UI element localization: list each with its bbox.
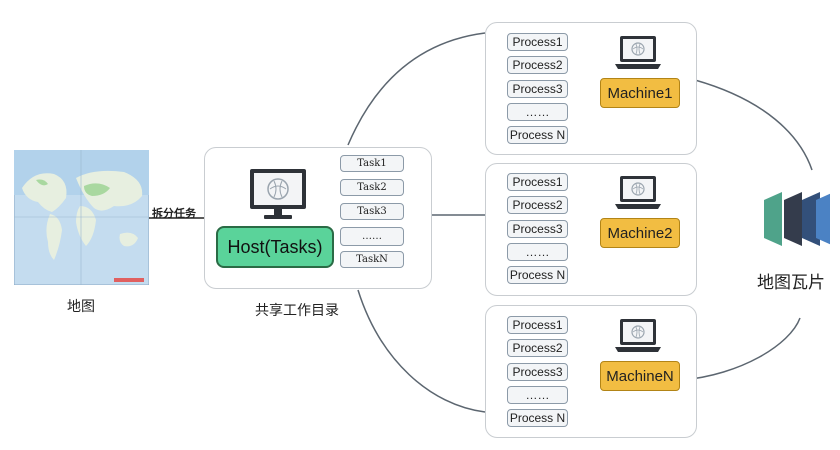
machineN-to-tiles-arc xyxy=(681,317,801,381)
machine-box[interactable]: Machine2 xyxy=(600,218,680,248)
tile-layer-4 xyxy=(816,192,834,246)
tile-layer-3 xyxy=(802,192,820,246)
world-map xyxy=(13,149,150,286)
process-item[interactable]: Process2 xyxy=(507,56,568,75)
world-map-image xyxy=(13,149,150,286)
process-item[interactable]: Process3 xyxy=(507,362,568,381)
tile-layer-2 xyxy=(784,192,802,246)
task-item[interactable]: …… xyxy=(340,227,404,246)
process-item[interactable]: …… xyxy=(507,385,568,404)
process-item[interactable]: Process3 xyxy=(507,219,568,238)
tile-layer-1 xyxy=(764,192,782,246)
desktop-monitor-icon xyxy=(248,167,308,227)
machine-box[interactable]: MachineN xyxy=(600,361,680,391)
process-item[interactable]: Process1 xyxy=(507,173,568,191)
task-item[interactable]: Task2 xyxy=(340,179,404,196)
map-tiles-caption: 地图瓦片 xyxy=(757,273,825,292)
map-tiles-icon xyxy=(760,190,834,257)
process-item[interactable]: Process3 xyxy=(507,79,568,98)
process-item[interactable]: Process N xyxy=(507,409,568,428)
laptop-icon xyxy=(614,317,662,360)
process-item[interactable]: Process1 xyxy=(507,316,568,334)
machine1-to-tiles-arc xyxy=(694,79,813,171)
task-item[interactable]: Task1 xyxy=(340,155,404,172)
map-caption: 地图 xyxy=(67,298,95,314)
laptop-icon xyxy=(614,174,662,217)
process-item[interactable]: Process2 xyxy=(507,339,568,358)
task-item[interactable]: Task3 xyxy=(340,203,404,220)
process-item[interactable]: Process2 xyxy=(507,196,568,215)
shared-dir-caption: 共享工作目录 xyxy=(255,302,339,318)
task-item[interactable]: TaskN xyxy=(340,251,404,268)
host-tasks-box[interactable]: Host(Tasks) xyxy=(216,226,334,268)
machine-box[interactable]: Machine1 xyxy=(600,78,680,108)
process-item[interactable]: Process N xyxy=(507,126,568,145)
laptop-icon xyxy=(614,34,662,77)
split-tasks-label: 拆分任务 xyxy=(152,208,196,220)
process-item[interactable]: …… xyxy=(507,242,568,261)
process-item[interactable]: …… xyxy=(507,102,568,121)
process-item[interactable]: Process1 xyxy=(507,33,568,51)
process-item[interactable]: Process N xyxy=(507,266,568,285)
host-to-machineN-arc xyxy=(357,289,486,413)
host-to-machine1-arc xyxy=(347,32,486,146)
